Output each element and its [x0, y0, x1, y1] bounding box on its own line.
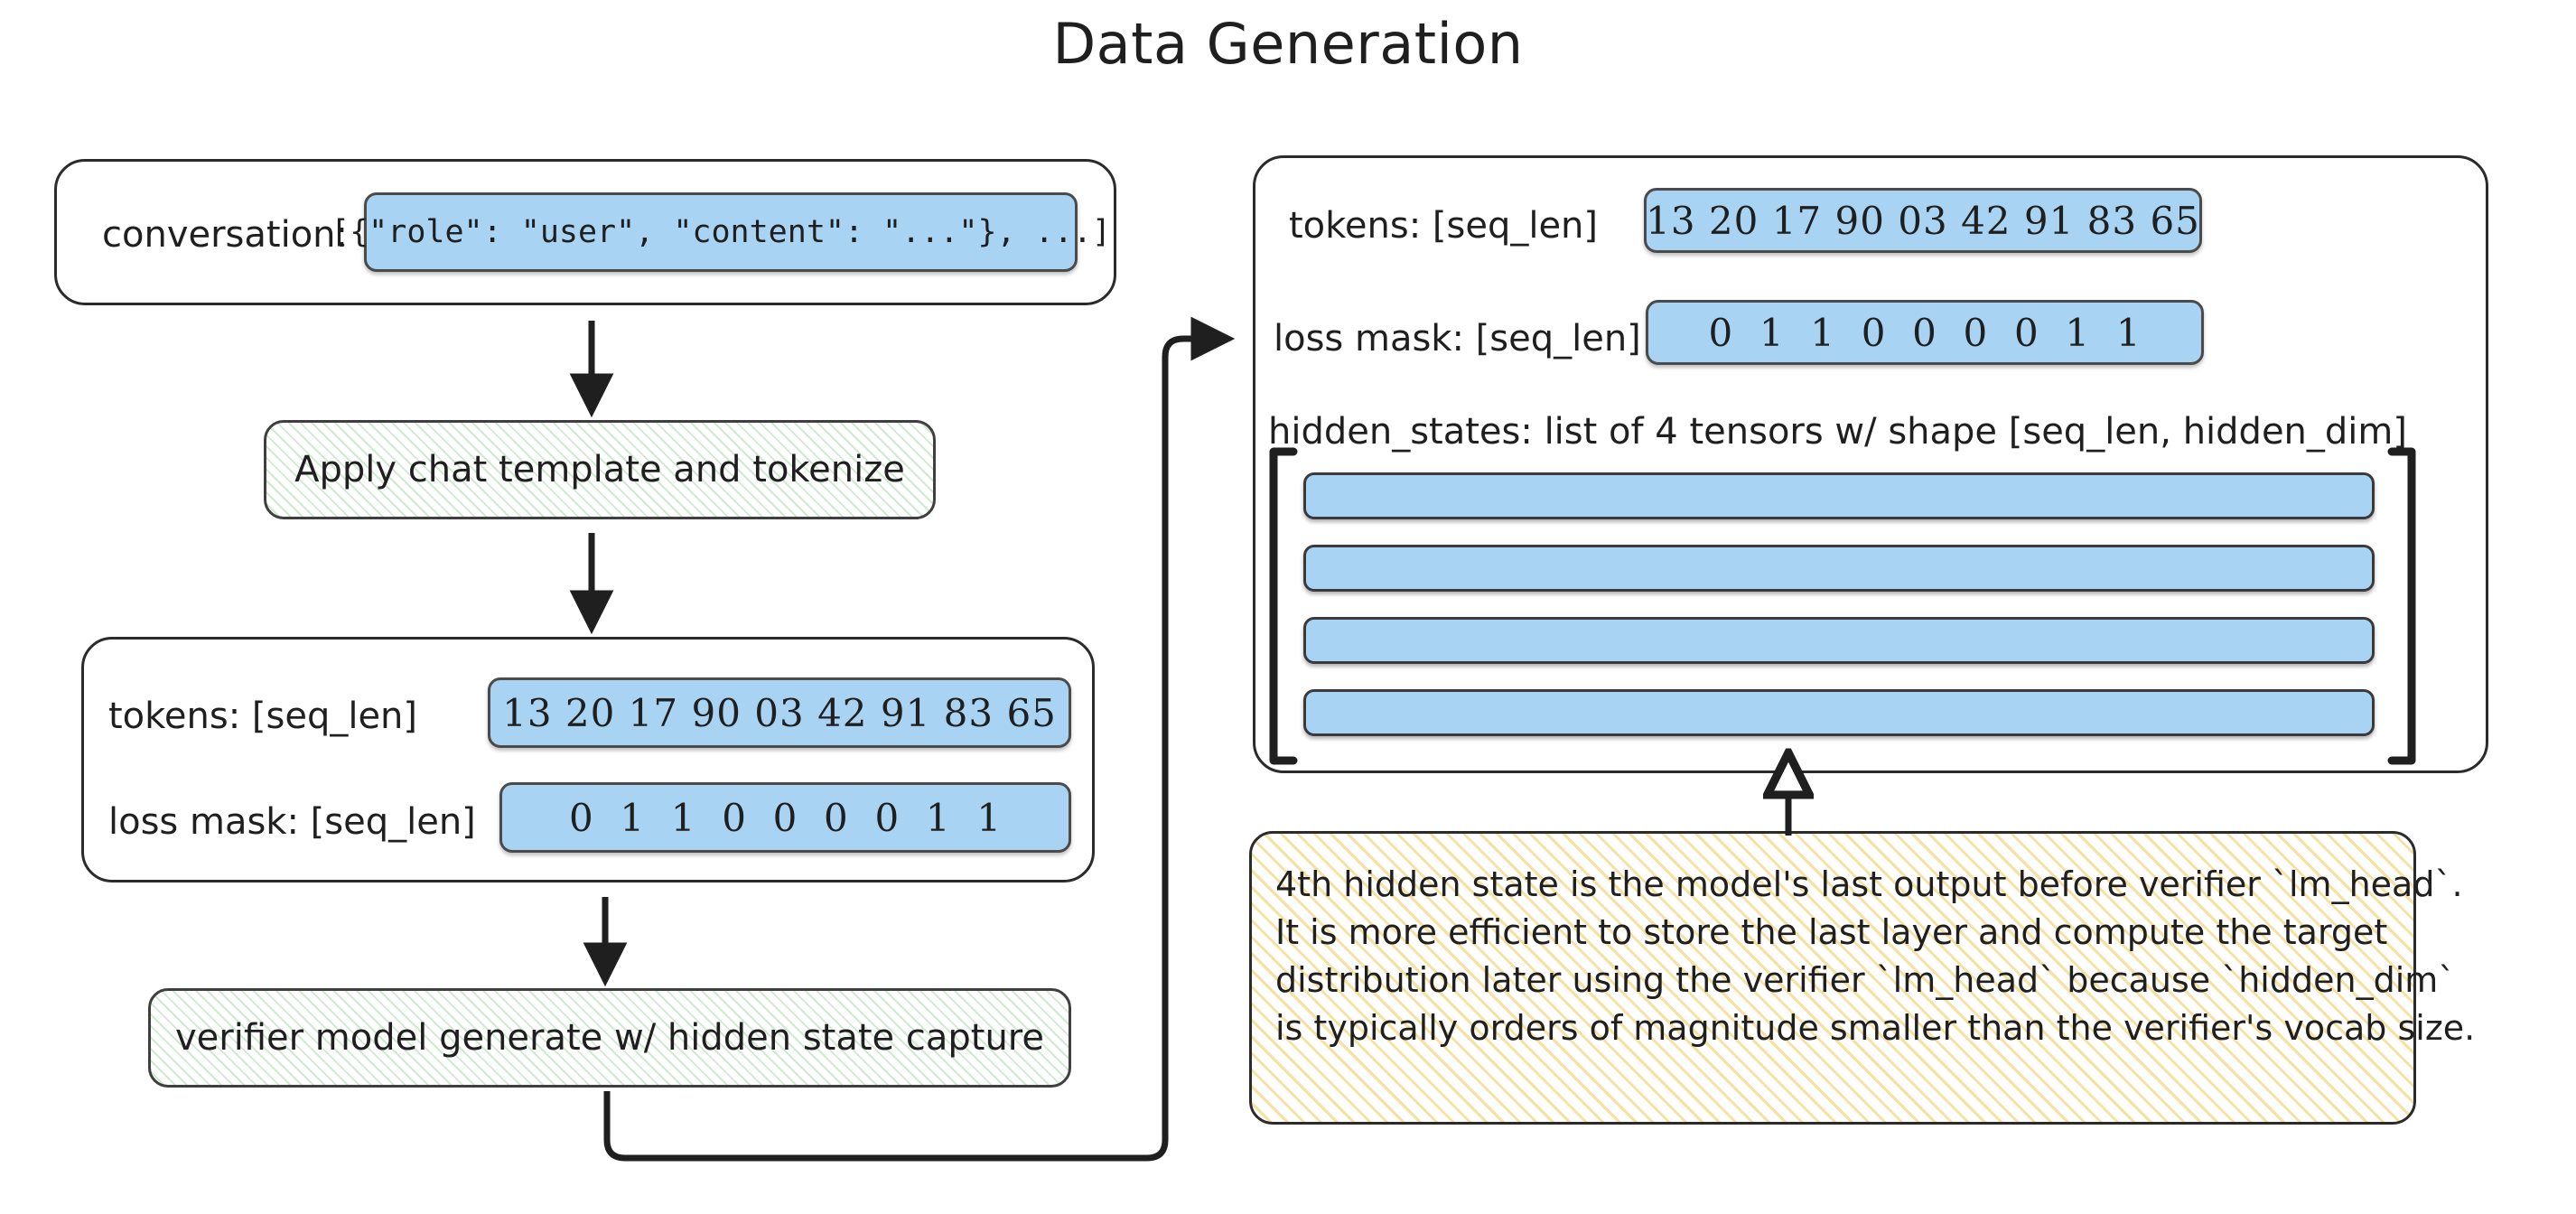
step-apply-chat-template-label: Apply chat template and tokenize	[294, 449, 905, 490]
note-line-1: 4th hidden state is the model's last out…	[1275, 864, 2463, 904]
output-loss-mask-value-chip: 0 1 1 0 0 0 0 1 1	[1646, 300, 2204, 365]
hidden-state-bar	[1303, 617, 2375, 664]
output-panel	[1253, 155, 2488, 773]
hidden-state-bar	[1303, 545, 2375, 592]
tokens-value-chip: 13 20 17 90 03 42 91 83 65	[488, 677, 1071, 748]
note-line-4: is typically orders of magnitude smaller…	[1275, 1008, 2476, 1048]
hidden-states-label: hidden_states: list of 4 tensors w/ shap…	[1268, 411, 2407, 453]
tokens-label: tokens: [seq_len]	[108, 696, 418, 737]
step-verifier-generate-label: verifier model generate w/ hidden state …	[175, 1017, 1044, 1059]
conversation-label: conversation:	[102, 214, 348, 256]
loss-mask-value: 0 1 1 0 0 0 0 1 1	[568, 795, 1003, 840]
step-verifier-generate: verifier model generate w/ hidden state …	[148, 988, 1071, 1088]
hidden-state-bar	[1303, 472, 2375, 519]
loss-mask-label: loss mask: [seq_len]	[108, 801, 476, 843]
note-line-2: It is more efficient to store the last l…	[1275, 912, 2388, 952]
loss-mask-value-chip: 0 1 1 0 0 0 0 1 1	[499, 782, 1071, 853]
output-loss-mask-label: loss mask: [seq_len]	[1274, 318, 1641, 360]
output-tokens-label: tokens: [seq_len]	[1289, 205, 1599, 247]
conversation-value: [{"role": "user", "content": "..."}, ...…	[331, 214, 1111, 250]
output-tokens-value-chip: 13 20 17 90 03 42 91 83 65	[1644, 188, 2202, 253]
tokens-value: 13 20 17 90 03 42 91 83 65	[502, 690, 1057, 735]
output-loss-mask-value: 0 1 1 0 0 0 0 1 1	[1708, 310, 2142, 355]
note-line-3: distribution later using the verifier `l…	[1275, 960, 2456, 1000]
output-tokens-value: 13 20 17 90 03 42 91 83 65	[1646, 198, 2200, 243]
step-apply-chat-template: Apply chat template and tokenize	[264, 420, 936, 519]
explanation-note: 4th hidden state is the model's last out…	[1249, 831, 2476, 1125]
hidden-state-bar	[1303, 689, 2375, 736]
page-title: Data Generation	[1052, 11, 1524, 77]
conversation-value-chip: [{"role": "user", "content": "..."}, ...…	[331, 192, 1111, 272]
